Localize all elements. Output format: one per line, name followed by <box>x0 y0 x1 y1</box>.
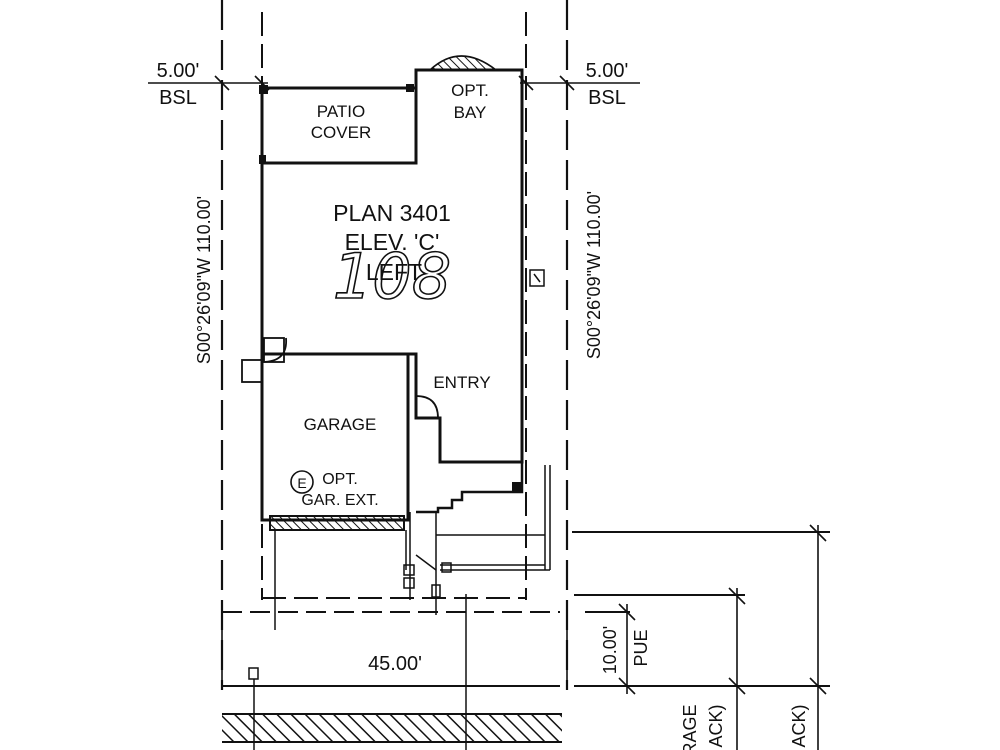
bay-label-1: OPT. <box>451 81 489 100</box>
pue-abbr: PUE <box>631 629 651 666</box>
garage-side-door <box>241 337 287 383</box>
electrical-symbol-icon <box>290 470 314 494</box>
frontage-dimension: 45.00' <box>368 653 422 675</box>
garage-ext-label-1: OPT. <box>322 471 358 488</box>
plan-name: PLAN 3401 <box>333 200 451 226</box>
property-lines <box>220 0 569 690</box>
walkway-lines <box>274 465 551 750</box>
meter-box <box>529 269 545 287</box>
corner-marks <box>259 84 522 492</box>
curb-outline <box>222 713 562 743</box>
bsl-leaders <box>148 75 640 91</box>
right-bearing-label: S00°26'09"W 110.00' <box>584 191 604 359</box>
entry-door-swing <box>415 395 439 419</box>
right-setback-distance: 5.00' <box>586 60 629 82</box>
opt-bay-arc <box>427 55 499 71</box>
left-setback-abbr: BSL <box>159 87 197 109</box>
patio-label-2: COVER <box>311 123 371 142</box>
orientation-label: LEFT <box>366 259 422 285</box>
right-setback-abbr: BSL <box>588 87 626 109</box>
lot-number: 108 <box>333 240 451 313</box>
cut-label-2: ACK) <box>706 704 726 747</box>
dimension-lines <box>221 524 827 750</box>
street-curb-hatch <box>222 714 562 742</box>
left-bearing-label: S00°26'09"W 110.00' <box>194 196 214 364</box>
cleanout-box <box>248 667 259 680</box>
entry-label: ENTRY <box>433 373 490 392</box>
cut-label-3: ACK) <box>789 704 809 747</box>
electrical-symbol-letter: E <box>297 475 306 491</box>
easement-lines <box>222 531 830 687</box>
garage-ext-label-2: GAR. EXT. <box>301 492 378 509</box>
patio-label-1: PATIO <box>317 102 366 121</box>
bay-label-2: BAY <box>454 103 487 122</box>
garage-extension-hatch <box>269 515 405 531</box>
entry-steps <box>416 462 524 514</box>
left-setback-distance: 5.00' <box>157 60 200 82</box>
cut-label-1: RAGE <box>680 704 700 750</box>
garage-label: GARAGE <box>304 415 377 434</box>
pue-distance: 10.00' <box>600 626 620 674</box>
elevation-label: ELEV. 'C' <box>345 229 440 255</box>
